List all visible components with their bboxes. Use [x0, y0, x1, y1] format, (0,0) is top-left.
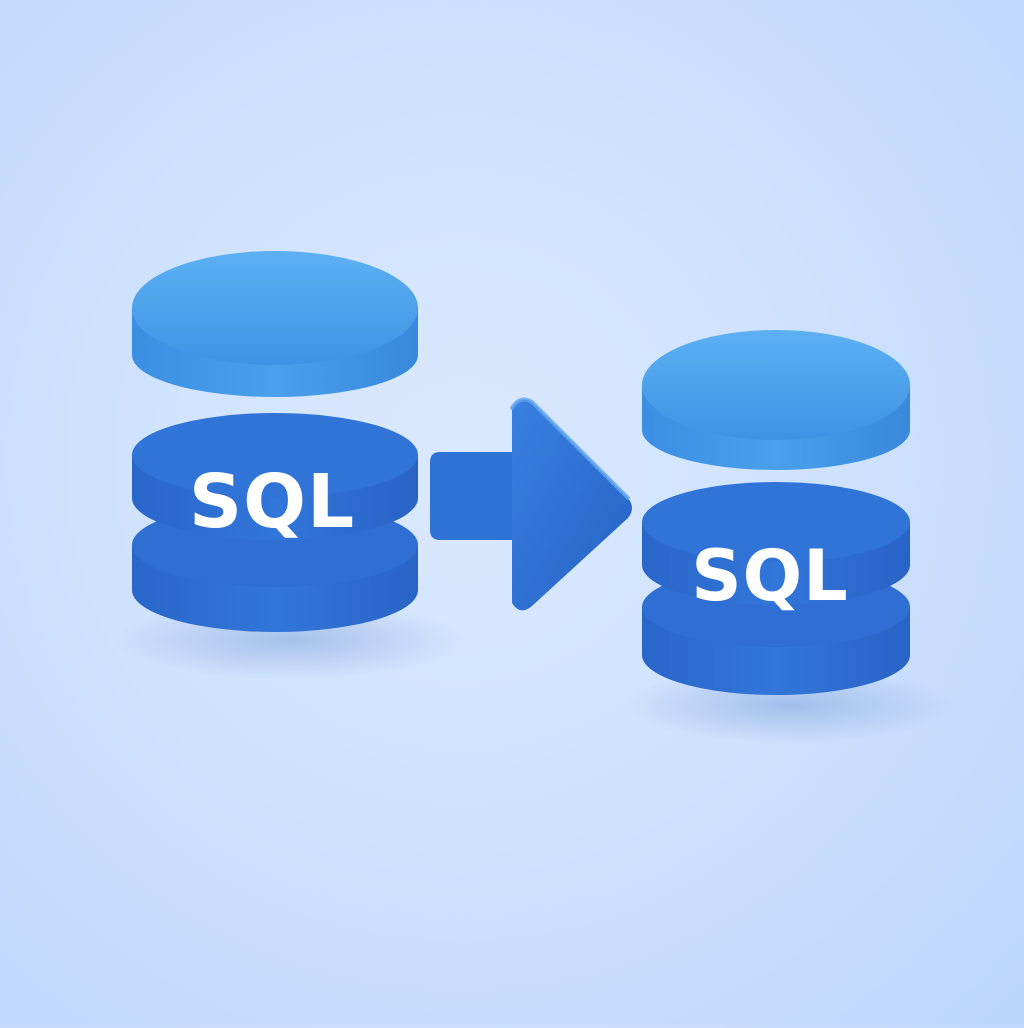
- arrow-head: [512, 399, 632, 611]
- arrow-shaft: [430, 452, 520, 540]
- source-db-middle-top: [132, 413, 418, 497]
- target-db-label: SQL: [691, 535, 849, 617]
- target-database: SQL: [642, 330, 910, 695]
- source-db-top-cap: [132, 251, 418, 365]
- target-db-top-cap: [642, 330, 910, 440]
- source-database: SQL: [132, 251, 418, 632]
- target-db-middle-top: [642, 482, 910, 562]
- source-db-label: SQL: [189, 459, 355, 545]
- arrow-right-icon: [430, 397, 632, 611]
